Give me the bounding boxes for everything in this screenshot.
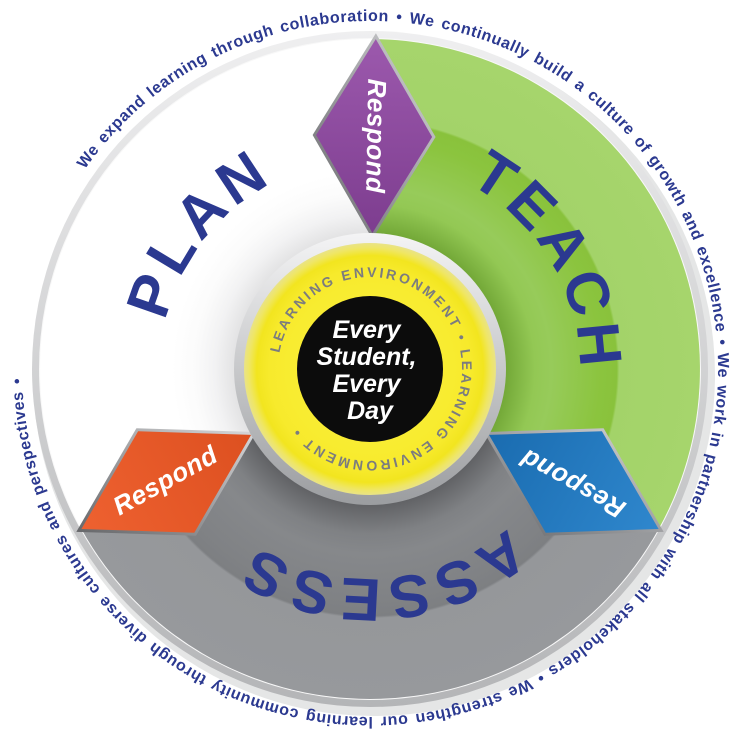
motto-line-4: Day <box>347 397 394 425</box>
hub-center-motto: Every Student, Every Day <box>317 316 424 425</box>
respond-lower-left-diamond <box>81 431 252 533</box>
connector-respond-lower-left: Respond <box>76 428 257 536</box>
respond-top-diamond <box>316 39 433 233</box>
respond-lower-right-diamond <box>489 431 659 533</box>
motto-line-1: Every <box>332 316 401 344</box>
motto-line-2: Student, <box>317 343 417 371</box>
hub-center-circle <box>297 296 443 442</box>
connector-respond-lower-right: Respond <box>483 428 664 536</box>
respond-top-label: Respond <box>360 78 392 194</box>
connector-respond-top: Respond <box>312 33 436 239</box>
motto-line-3: Every <box>332 370 401 398</box>
